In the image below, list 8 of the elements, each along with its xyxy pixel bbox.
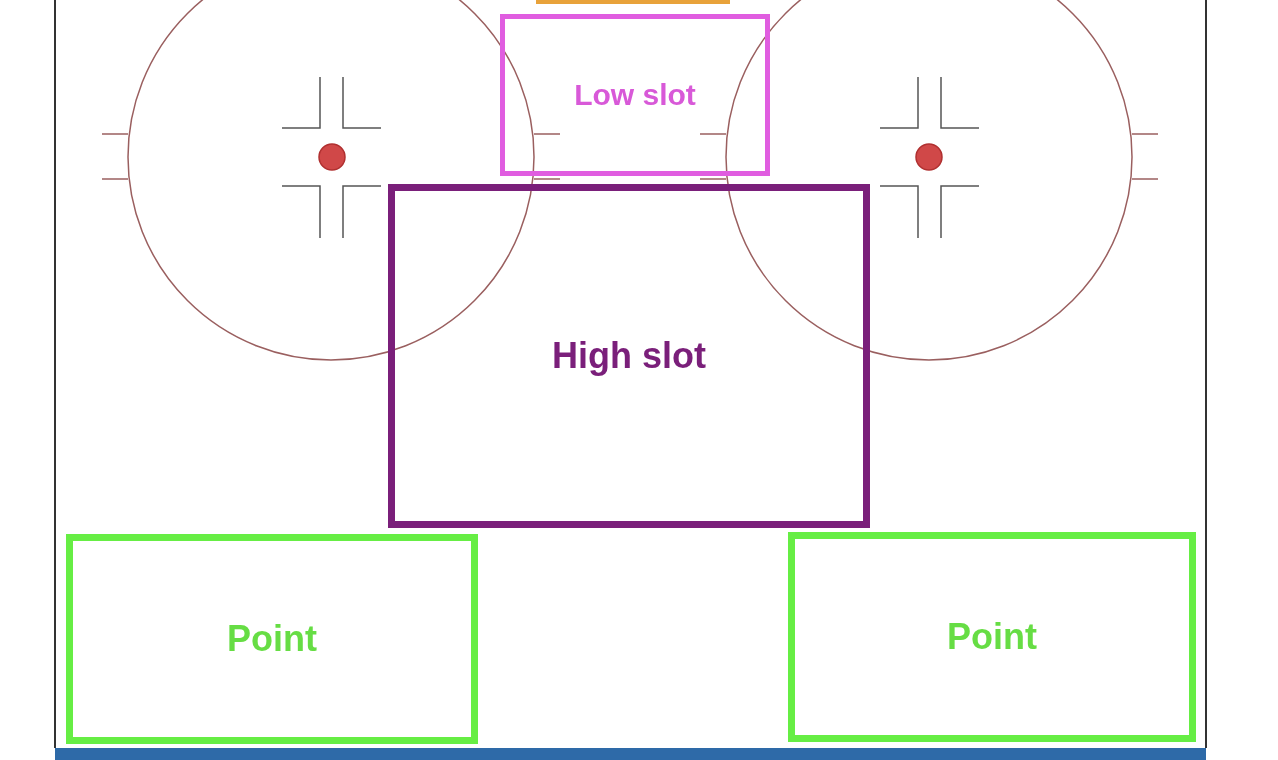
zone-label: Point: [227, 618, 317, 660]
zone-box: [388, 184, 870, 528]
zone-box: [66, 534, 478, 744]
zone-box: [788, 532, 1196, 742]
zone-label: High slot: [552, 335, 706, 377]
zone-label: Point: [947, 616, 1037, 658]
zone-box: [500, 14, 770, 176]
zone-label: Low slot: [574, 78, 696, 112]
